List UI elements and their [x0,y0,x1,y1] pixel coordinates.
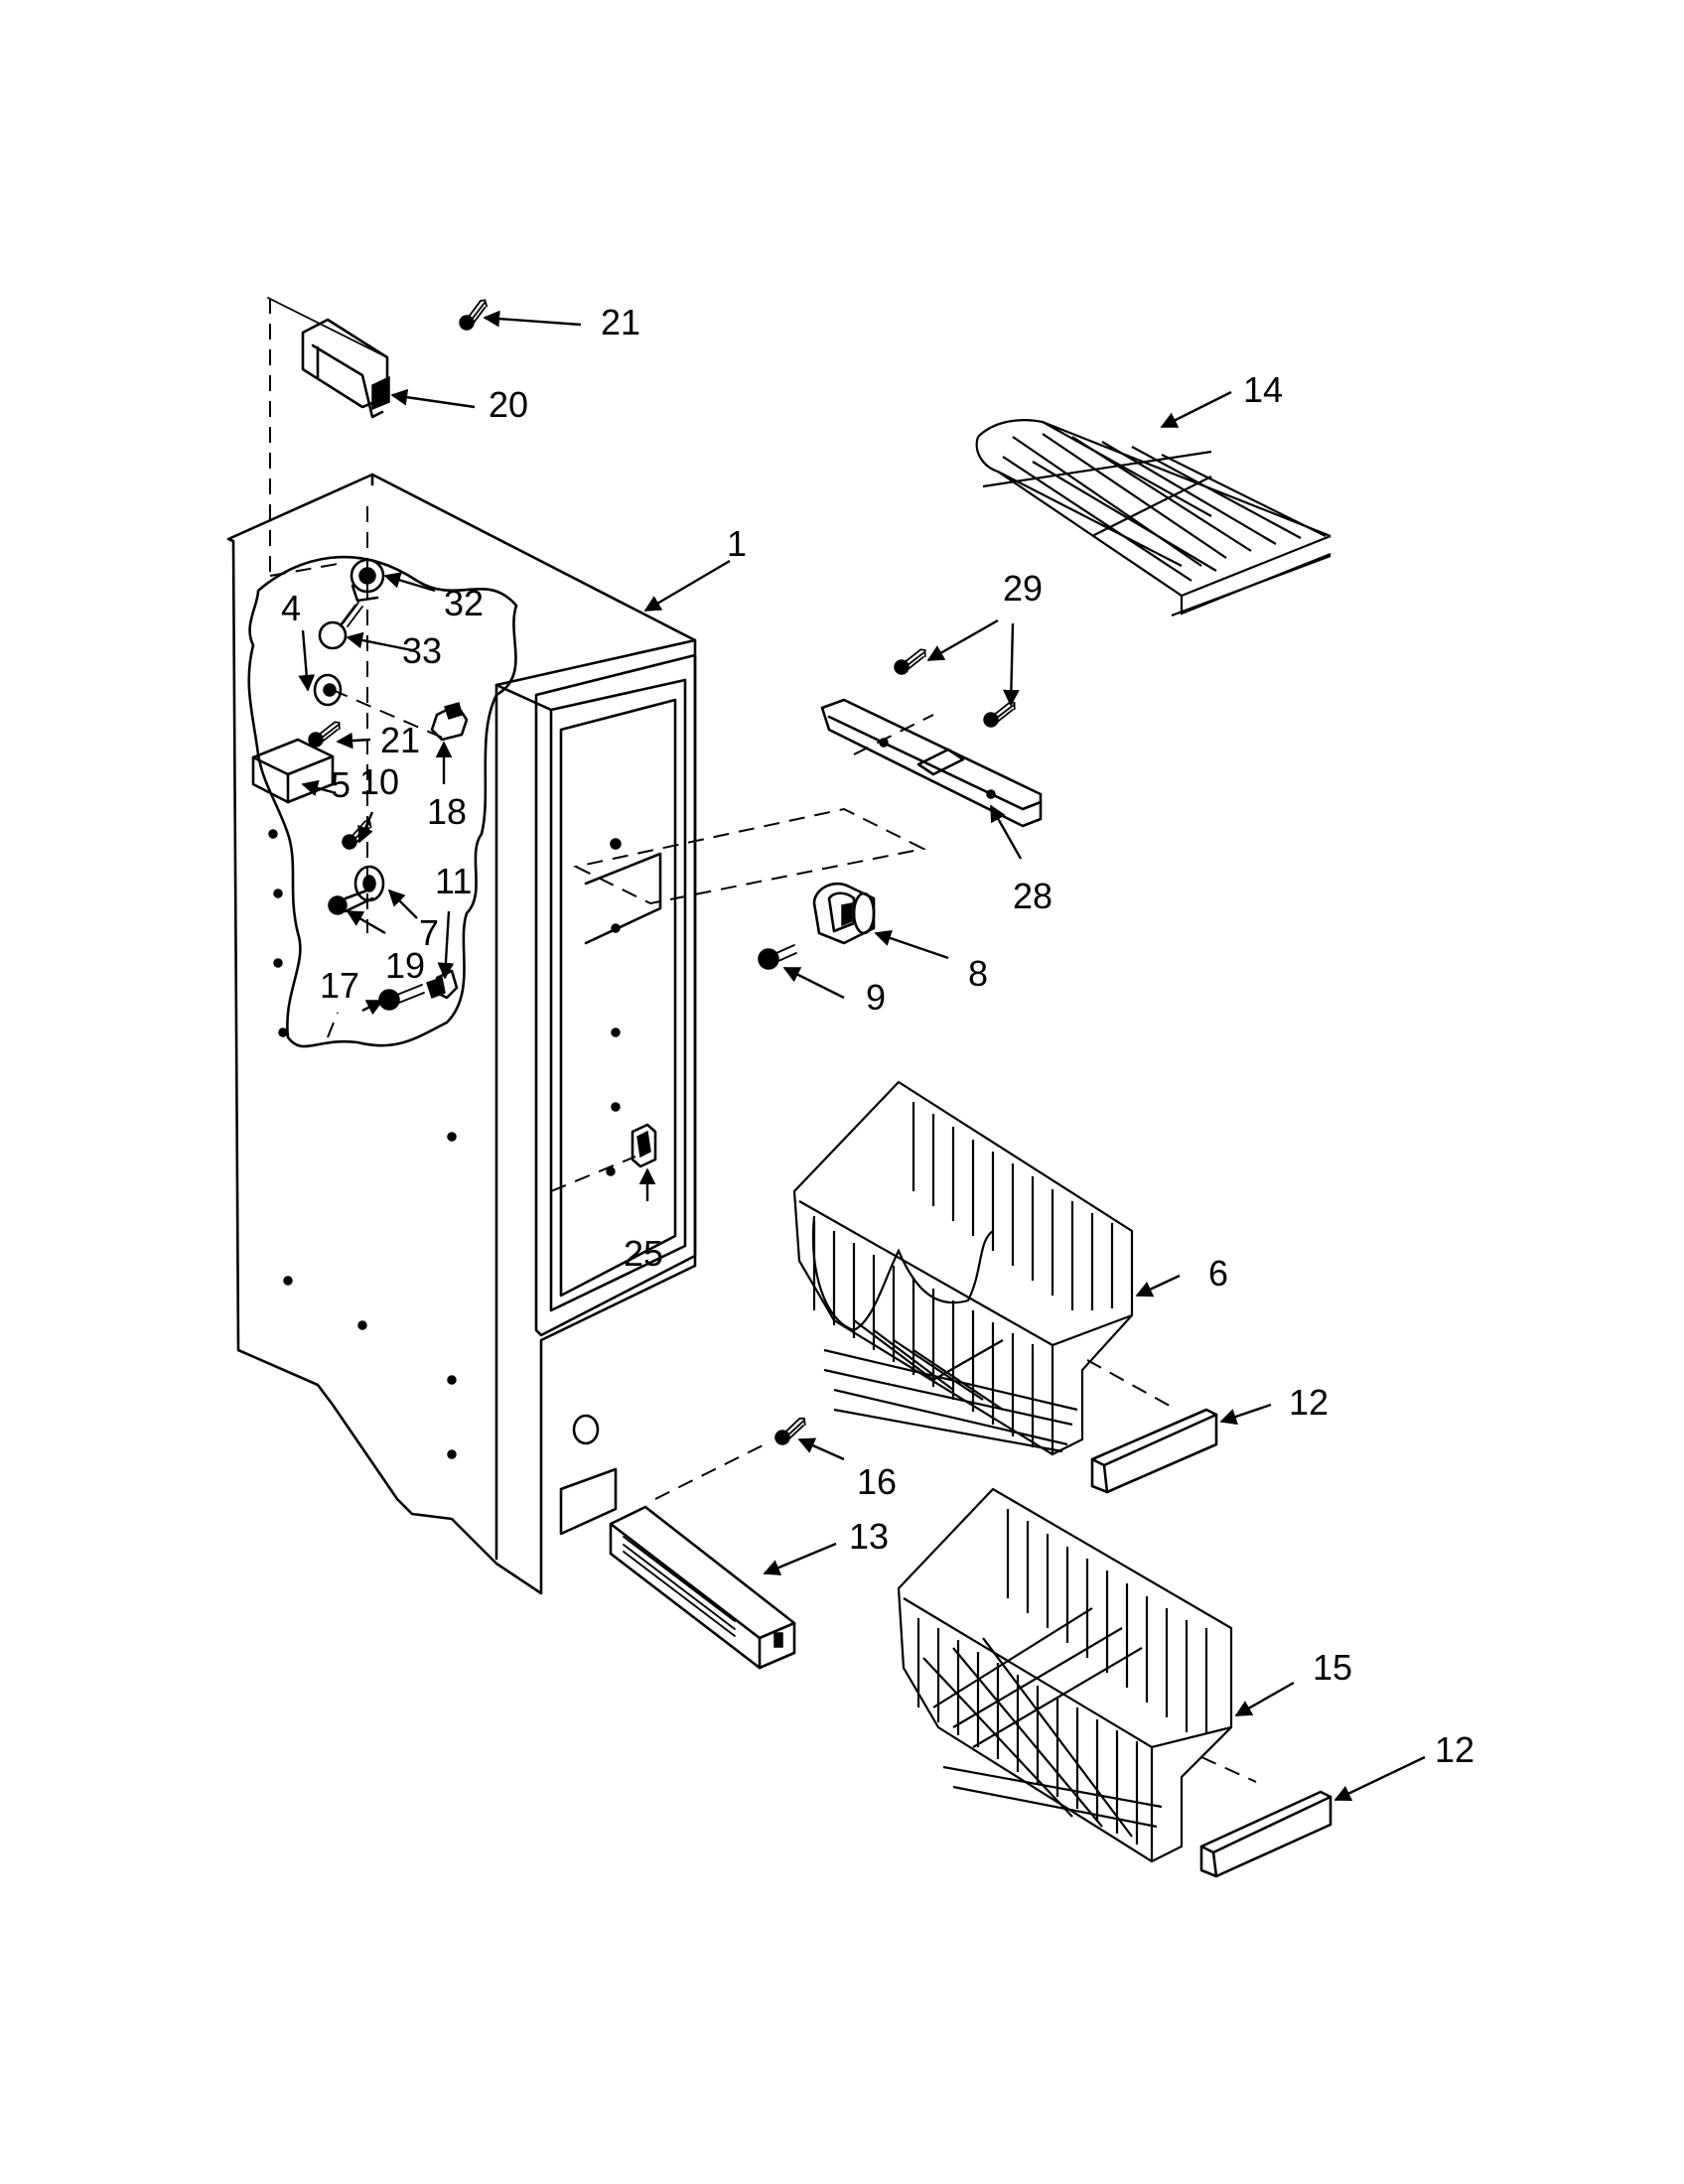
screw-part-10 [338,818,378,853]
callout-21-middle: 21 [380,720,420,760]
thermostat-knob-part-4 [313,673,343,707]
leader-arrows [298,310,1426,1802]
switch-part-25 [631,1123,657,1168]
screw-part-21-middle [305,720,346,750]
callout-32: 32 [444,583,484,623]
callout-20: 20 [489,384,528,425]
callout-7: 7 [419,912,439,953]
grille-part-13 [609,1505,796,1670]
callout-17: 18 [427,791,467,832]
callout-19: 19 [385,945,425,986]
callout-8: 8 [968,953,988,994]
screw-part-29-right [980,700,1021,730]
callout-33: 33 [402,630,442,671]
callout-18: 17 [320,965,359,1006]
callout-14: 14 [1243,369,1283,410]
wire-shelf-part-14 [975,419,1332,617]
callout-5: 5 [331,764,351,805]
bracket-part-20 [267,297,390,419]
assembly-lines [269,298,1257,1783]
nut-part-9 [758,944,797,970]
callout-9: 9 [866,977,886,1018]
light-bulb-part-33 [318,602,363,650]
bolt-part-18 [378,984,425,1011]
light-socket-part-32 [350,558,385,603]
callout-25: 25 [624,1233,663,1274]
callout-labels: 21 20 14 1 32 29 4 33 21 5 10 18 11 28 7… [281,302,1474,1770]
callout-16: 16 [857,1461,897,1502]
callout-21-top: 21 [601,302,640,342]
freezer-liner-part-1 [226,473,697,1595]
handle-part-12-lower [1199,1790,1333,1878]
callout-11: 11 [435,861,472,901]
callout-1: 1 [727,523,747,564]
handle-part-12-upper [1090,1408,1218,1494]
callout-12-upper: 12 [1289,1382,1329,1423]
rail-part-28 [820,698,1043,828]
pulley-part-7 [353,865,385,902]
basket-part-15 [897,1487,1233,1863]
callout-28: 28 [1013,876,1052,916]
callout-4: 4 [281,588,301,628]
screw-part-29-left [891,647,931,677]
callout-10: 10 [359,761,399,802]
bolt-part-19 [328,887,374,915]
callout-15: 15 [1313,1647,1352,1688]
control-housing-part-5 [251,738,335,804]
screw-part-21-top [454,297,494,334]
bracket-part-8 [812,882,876,945]
clip-part-11 [426,969,459,1000]
basket-part-6 [792,1080,1134,1456]
callout-29: 29 [1003,568,1043,609]
callout-6: 6 [1208,1253,1228,1294]
callout-12-lower: 12 [1435,1729,1474,1770]
switch-part-17 [430,702,469,742]
callout-13: 13 [849,1516,889,1557]
